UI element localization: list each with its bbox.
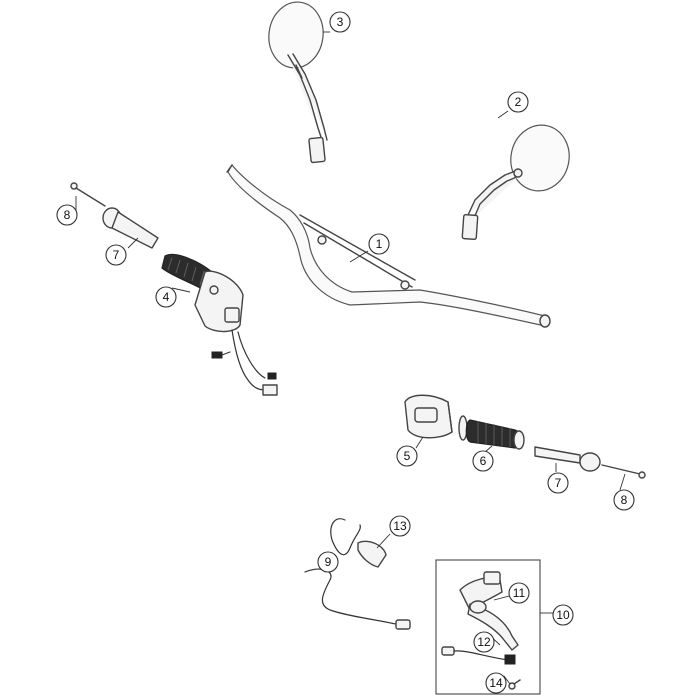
callout-7-right-label: 7 [555,476,562,490]
callout-4-label: 4 [163,290,170,304]
callout-3-label: 3 [337,15,344,29]
clutch-switch[interactable] [441,646,516,665]
bar-end-weight-right[interactable] [534,446,601,472]
callout-7-right: 7 [547,472,569,494]
callout-7-left-label: 7 [113,248,120,262]
callout-14-label: 14 [489,676,503,690]
callout-5: 5 [396,445,418,467]
callout-10: 10 [552,604,574,626]
handlebar-switch-right[interactable] [404,394,453,439]
callout-14: 14 [485,672,507,694]
clutch-assembly-group-box [435,559,541,695]
mirror-right[interactable] [461,120,575,241]
grip-right[interactable] [458,415,525,450]
callout-6-label: 6 [480,454,487,468]
callout-13: 13 [389,515,411,537]
callout-5-label: 5 [404,449,411,463]
callout-8-right-label: 8 [621,493,628,507]
callout-11-label: 11 [513,586,526,600]
small-screw[interactable] [508,679,521,690]
callout-1-label: 1 [376,237,383,251]
clutch-cable[interactable] [304,518,411,630]
callout-8-left: 8 [56,204,78,226]
callout-10-label: 10 [556,608,570,622]
callout-7-left: 7 [105,244,127,266]
callout-12-label: 12 [477,635,491,649]
callout-12: 12 [473,631,495,653]
callout-4: 4 [155,286,177,308]
callout-11: 11 [508,582,530,604]
mirror-left[interactable] [265,0,328,164]
callout-8-left-label: 8 [64,208,71,222]
throttle-grip-left[interactable] [161,253,244,333]
bar-end-bolt-left[interactable] [70,182,106,207]
clutch-lever[interactable] [467,600,519,651]
throttle-wiring-harness[interactable] [211,329,278,396]
handlebar[interactable] [226,163,551,328]
clutch-lever-fitting[interactable] [459,571,503,611]
callout-9-label: 9 [325,555,332,569]
callout-1: 1 [368,233,390,255]
callout-3: 3 [329,11,351,33]
cable-guide[interactable] [357,540,387,568]
callout-2-label: 2 [515,95,522,109]
bar-end-weight-left[interactable] [102,207,159,249]
callout-8-right: 8 [613,489,635,511]
callout-6: 6 [472,450,494,472]
callout-2: 2 [507,91,529,113]
bar-end-bolt-right[interactable] [601,464,646,479]
callout-9: 9 [317,551,339,573]
callout-13-label: 13 [393,519,407,533]
